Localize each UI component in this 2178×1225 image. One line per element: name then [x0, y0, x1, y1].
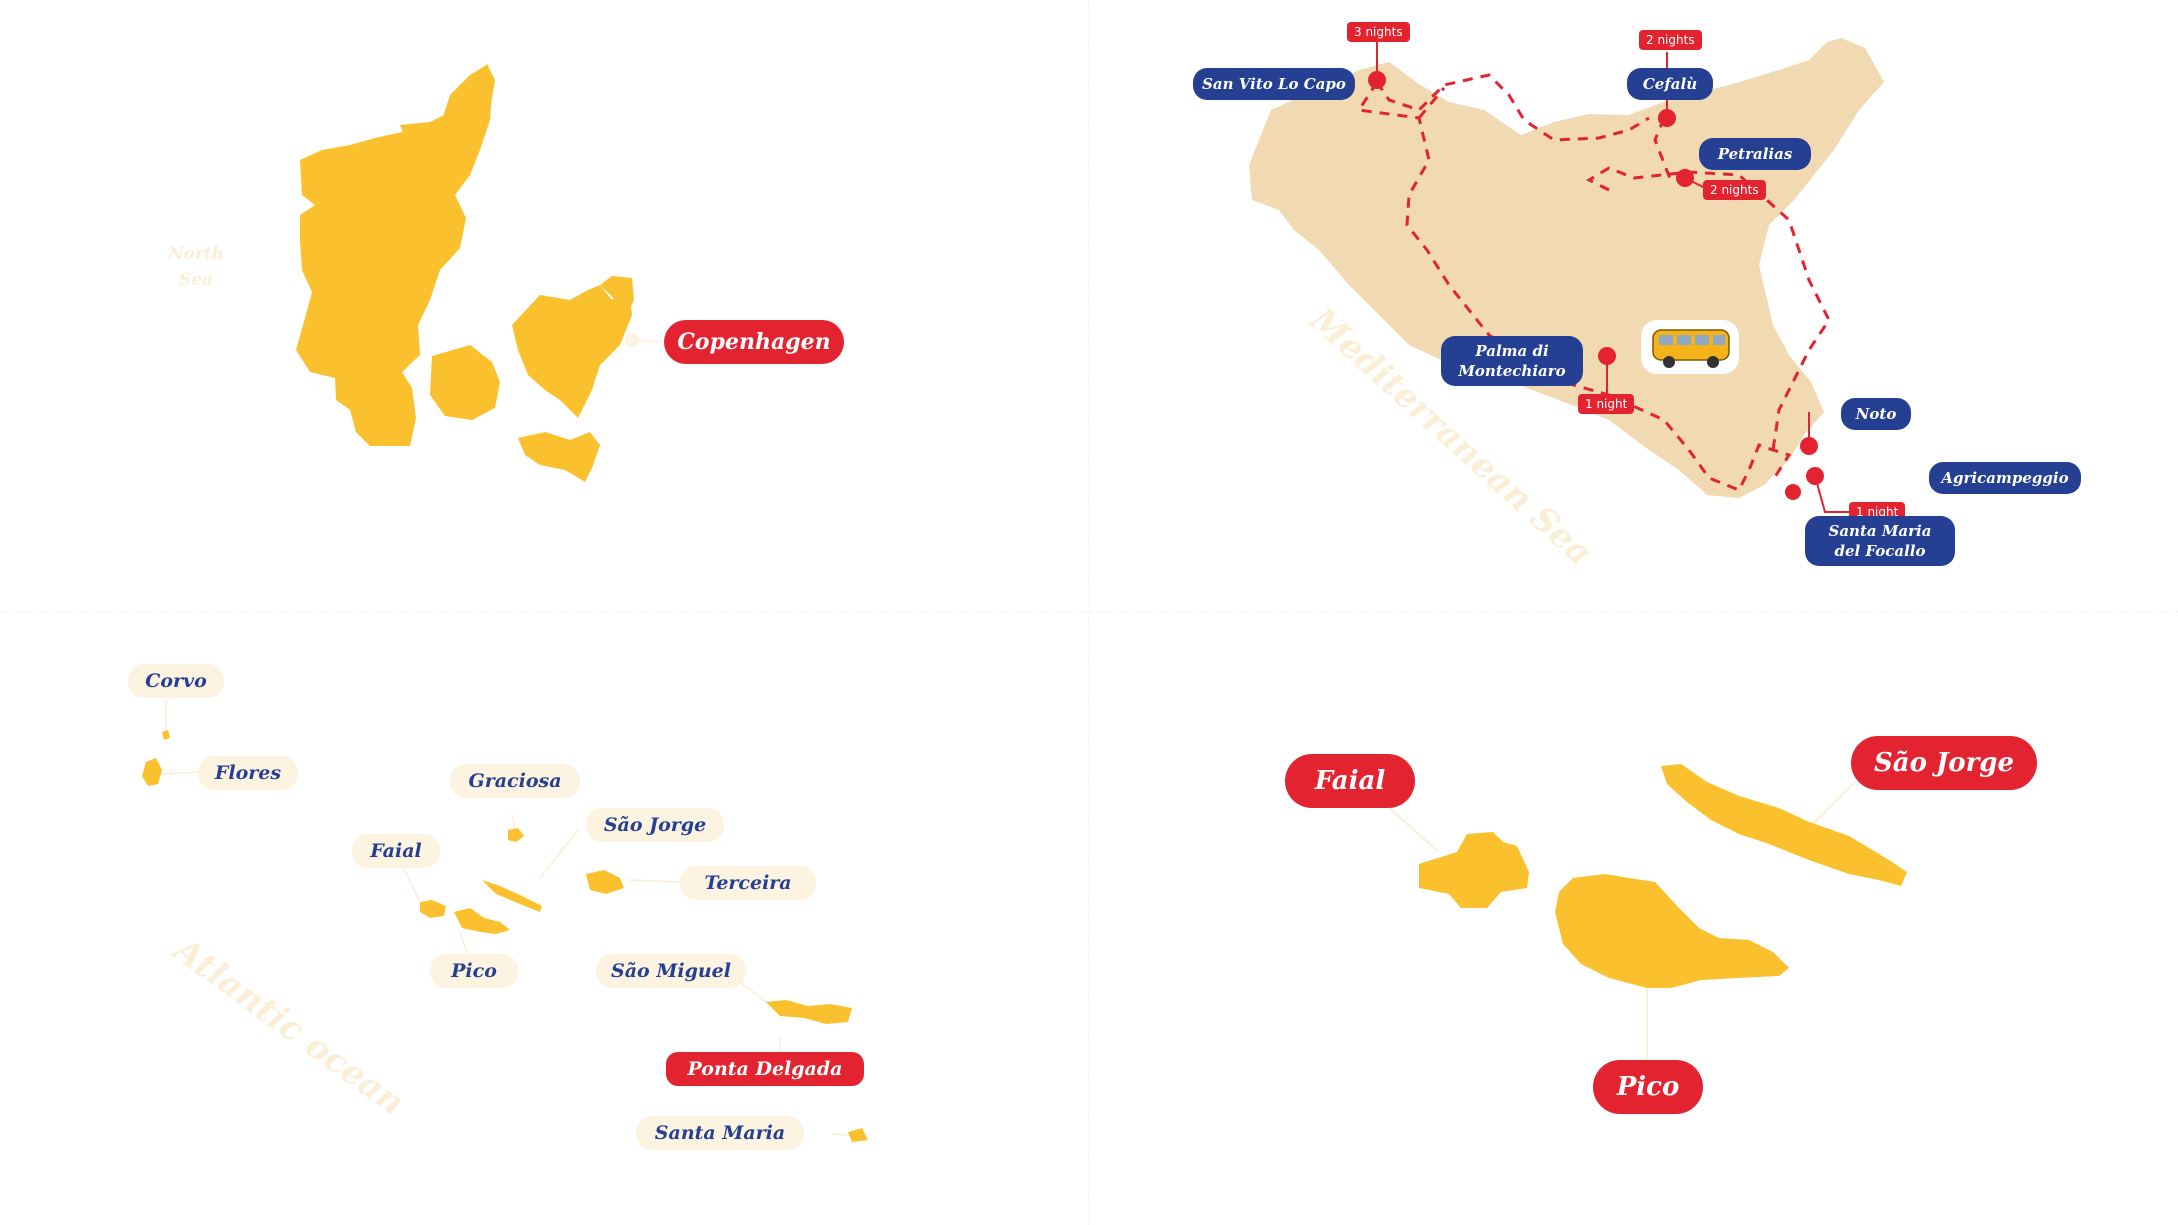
flores-island-shape	[142, 758, 162, 786]
pin-san-vito-icon[interactable]	[1368, 71, 1386, 89]
sao-miguel-island-shape	[766, 1000, 852, 1024]
lolland-shape	[518, 432, 600, 482]
island-label-faial[interactable]: Faial	[1285, 754, 1415, 808]
capital-leader-line	[633, 339, 665, 343]
stay-tag-san-vito: 3 nights	[1347, 22, 1410, 42]
graciosa-island-shape	[508, 828, 524, 842]
island-label-sao-miguel[interactable]: São Miguel	[596, 954, 746, 988]
pin-santa-maria-icon[interactable]	[1785, 484, 1801, 500]
island-label-flores[interactable]: Flores	[198, 756, 298, 790]
santa-maria-island-shape	[848, 1128, 868, 1142]
sea-label-north: North Sea	[168, 244, 225, 290]
pin-petralias-icon[interactable]	[1676, 169, 1694, 187]
sao-jorge-island-shape	[482, 880, 542, 912]
route-inland	[1417, 87, 1831, 451]
city-label-ponta-delgada[interactable]: Ponta Delgada	[666, 1052, 864, 1086]
sao-jorge-shape	[1661, 764, 1907, 886]
island-label-santa-maria[interactable]: Santa Maria	[636, 1116, 804, 1150]
stop-label-santa-maria[interactable]: Santa Maria del Focallo	[1805, 516, 1955, 566]
stop-label-agricampeggio[interactable]: Agricampeggio	[1929, 462, 2081, 494]
island-label-terceira[interactable]: Terceira	[680, 866, 816, 900]
capital-dot-icon	[625, 333, 639, 347]
island-label-pico[interactable]: Pico	[1593, 1060, 1703, 1114]
corvo-island-shape	[162, 730, 170, 740]
stop-pins	[1368, 36, 1849, 513]
pin-cefalu-icon[interactable]	[1658, 109, 1676, 127]
pin-noto-icon[interactable]	[1800, 437, 1818, 455]
camper-van-icon	[1641, 320, 1739, 374]
azores-map	[142, 700, 868, 1142]
capital-label-copenhagen[interactable]: Copenhagen	[664, 320, 844, 364]
stop-label-palma[interactable]: Palma di Montechiaro	[1441, 336, 1583, 386]
panel-divider-horizontal	[0, 611, 2178, 612]
faial-shape	[1419, 832, 1529, 908]
funen-shape	[430, 345, 500, 420]
panel-divider-vertical	[1088, 0, 1089, 1225]
denmark-map-panel: North Sea Copenhagen	[0, 0, 1089, 612]
pico-shape	[1555, 874, 1789, 988]
island-label-sao-jorge[interactable]: São Jorge	[1851, 736, 2037, 790]
island-label-faial[interactable]: Faial	[352, 834, 440, 868]
central-group-map-panel: Faial São Jorge Pico	[1089, 612, 2178, 1225]
jutland-shape	[296, 64, 492, 446]
stay-tag-cefalu: 2 nights	[1639, 30, 1702, 50]
stay-tag-palma: 1 night	[1578, 394, 1635, 414]
terceira-island-shape	[586, 870, 624, 894]
central-group-map	[1388, 764, 1907, 1062]
pico-island-shape	[454, 908, 510, 934]
stop-label-petralias[interactable]: Petralias	[1699, 138, 1811, 170]
azores-map-panel: Atlantic ocean Corvo Flores Graciosa São…	[0, 612, 1089, 1225]
island-label-corvo[interactable]: Corvo	[128, 664, 224, 698]
island-label-pico[interactable]: Pico	[430, 954, 518, 988]
pin-agricampeggio-icon[interactable]	[1806, 467, 1824, 485]
sicily-map-panel: Mediterranean Sea San Vito Lo Capo 3 nig…	[1089, 0, 2178, 612]
route-north-coast	[1375, 73, 1650, 142]
zealand-shape	[512, 278, 632, 418]
stay-tag-petralias: 2 nights	[1703, 180, 1766, 200]
island-label-sao-jorge[interactable]: São Jorge	[586, 808, 724, 842]
island-label-graciosa[interactable]: Graciosa	[450, 764, 580, 798]
stop-label-noto[interactable]: Noto	[1841, 398, 1911, 430]
faial-island-shape	[420, 900, 446, 918]
pin-palma-icon[interactable]	[1598, 347, 1616, 365]
sicily-island-shape	[1249, 38, 1884, 498]
north-zealand-shape	[600, 276, 634, 312]
stop-label-san-vito[interactable]: San Vito Lo Capo	[1193, 68, 1355, 100]
denmark-map	[296, 64, 665, 482]
vendsyssel-shape	[400, 66, 495, 150]
stop-label-cefalu[interactable]: Cefalù	[1627, 68, 1713, 100]
